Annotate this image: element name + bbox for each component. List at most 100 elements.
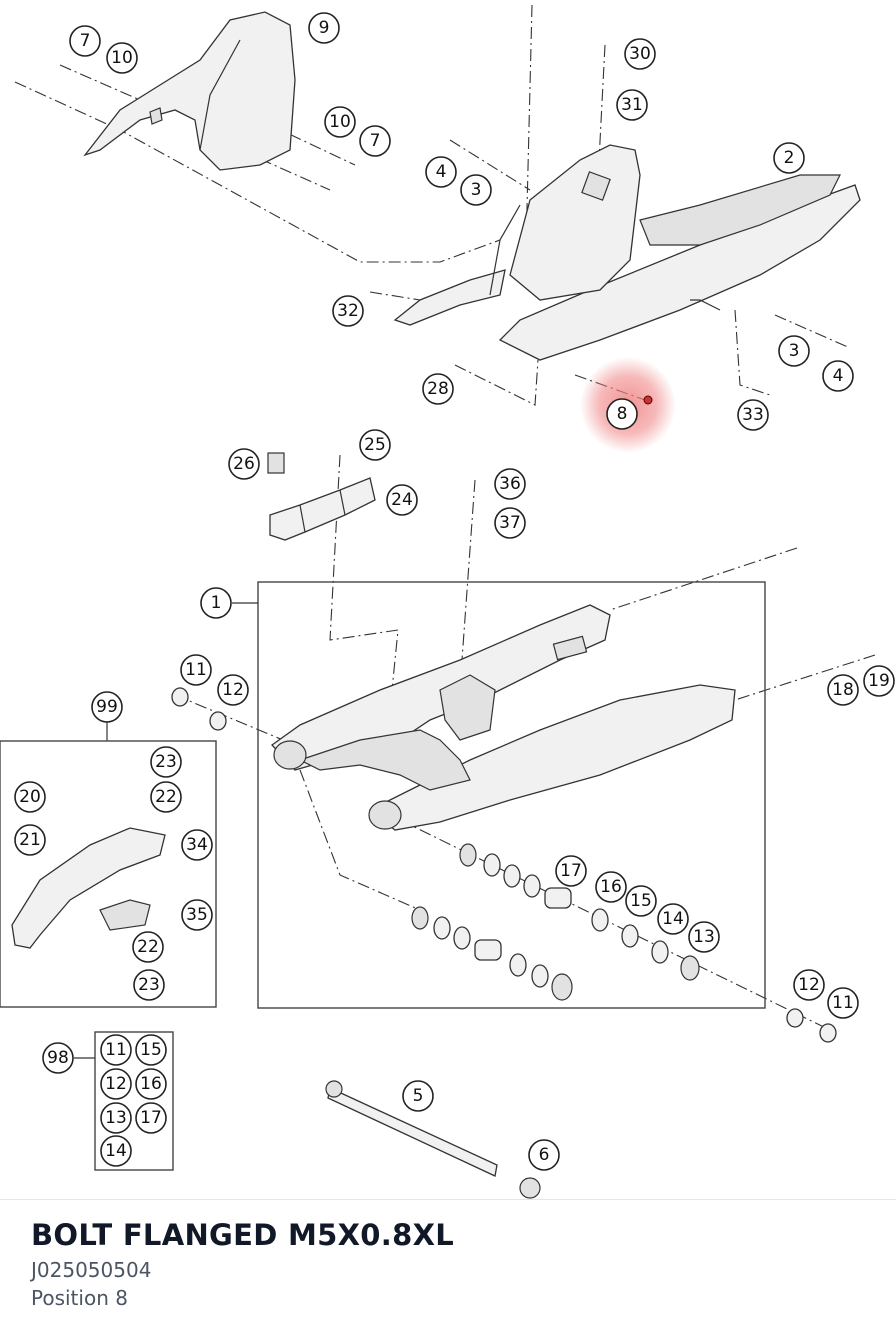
callout-13[interactable]: 13 bbox=[100, 1102, 132, 1134]
callout-13[interactable]: 13 bbox=[688, 921, 720, 953]
callout-10[interactable]: 10 bbox=[106, 42, 138, 74]
callout-32[interactable]: 32 bbox=[332, 295, 364, 327]
callout-3[interactable]: 3 bbox=[778, 335, 810, 367]
kit-99-frame bbox=[0, 740, 217, 1008]
callout-9[interactable]: 9 bbox=[308, 12, 340, 44]
svg-text:12: 12 bbox=[105, 1074, 127, 1094]
svg-text:2: 2 bbox=[784, 148, 795, 168]
svg-text:36: 36 bbox=[499, 474, 521, 494]
callout-37[interactable]: 37 bbox=[494, 507, 526, 539]
callout-7[interactable]: 7 bbox=[69, 25, 101, 57]
exploded-parts-diagram: 1 2 3 3 4 4 5 6 7 7 8 9 10 10 11 11 11 1… bbox=[0, 4, 895, 1199]
callout-31[interactable]: 31 bbox=[616, 89, 648, 121]
svg-text:24: 24 bbox=[391, 490, 413, 510]
svg-text:11: 11 bbox=[185, 660, 207, 680]
kit-98-frame bbox=[94, 1031, 174, 1171]
callout-21[interactable]: 21 bbox=[14, 824, 46, 856]
svg-text:37: 37 bbox=[499, 513, 521, 533]
callout-33[interactable]: 33 bbox=[737, 399, 769, 431]
callout-12[interactable]: 12 bbox=[793, 969, 825, 1001]
callout-16[interactable]: 16 bbox=[135, 1068, 167, 1100]
callout-19[interactable]: 19 bbox=[863, 665, 895, 697]
callout-12[interactable]: 12 bbox=[100, 1068, 132, 1100]
svg-text:6: 6 bbox=[539, 1145, 550, 1165]
callout-4[interactable]: 4 bbox=[822, 360, 854, 392]
svg-text:10: 10 bbox=[329, 112, 351, 132]
svg-text:4: 4 bbox=[436, 162, 447, 182]
svg-text:7: 7 bbox=[370, 131, 381, 151]
svg-text:21: 21 bbox=[19, 830, 41, 850]
callout-26[interactable]: 26 bbox=[228, 448, 260, 480]
callout-1[interactable]: 1 bbox=[200, 587, 258, 619]
callout-17[interactable]: 17 bbox=[555, 855, 587, 887]
svg-text:99: 99 bbox=[96, 697, 118, 717]
callout-11[interactable]: 11 bbox=[100, 1034, 132, 1066]
svg-text:1: 1 bbox=[211, 593, 222, 613]
svg-text:98: 98 bbox=[47, 1048, 69, 1068]
callout-36[interactable]: 36 bbox=[494, 468, 526, 500]
part-info-panel: BOLT FLANGED M5X0.8XL J025050504 Positio… bbox=[0, 1199, 896, 1336]
callout-15[interactable]: 15 bbox=[135, 1034, 167, 1066]
callout-2[interactable]: 2 bbox=[773, 142, 805, 174]
svg-text:18: 18 bbox=[832, 680, 854, 700]
svg-text:14: 14 bbox=[662, 909, 684, 929]
svg-text:12: 12 bbox=[798, 975, 820, 995]
callout-12[interactable]: 12 bbox=[217, 674, 249, 706]
svg-text:17: 17 bbox=[560, 861, 582, 881]
callout-22[interactable]: 22 bbox=[150, 781, 182, 813]
svg-text:30: 30 bbox=[629, 44, 651, 64]
svg-text:11: 11 bbox=[105, 1040, 127, 1060]
chain-slider-part bbox=[11, 827, 166, 949]
svg-text:16: 16 bbox=[600, 877, 622, 897]
callout-11[interactable]: 11 bbox=[827, 987, 859, 1019]
bearing-stack-parts bbox=[171, 687, 837, 1043]
callout-24[interactable]: 24 bbox=[386, 484, 418, 516]
callout-4[interactable]: 4 bbox=[425, 156, 457, 188]
callout-34[interactable]: 34 bbox=[181, 829, 213, 861]
svg-text:9: 9 bbox=[319, 18, 330, 38]
callout-99[interactable]: 99 bbox=[91, 691, 123, 723]
svg-text:13: 13 bbox=[693, 927, 715, 947]
part-number: J025050504 bbox=[31, 1258, 152, 1282]
callout-8[interactable]: 8 bbox=[606, 398, 638, 430]
callout-5[interactable]: 5 bbox=[402, 1080, 434, 1112]
callout-20[interactable]: 20 bbox=[14, 781, 46, 813]
svg-text:16: 16 bbox=[140, 1074, 162, 1094]
callout-7[interactable]: 7 bbox=[359, 125, 391, 157]
callout-15[interactable]: 15 bbox=[625, 885, 657, 917]
callout-25[interactable]: 25 bbox=[359, 429, 391, 461]
callout-35[interactable]: 35 bbox=[181, 899, 213, 931]
svg-text:12: 12 bbox=[222, 680, 244, 700]
svg-text:19: 19 bbox=[868, 671, 890, 691]
callout-22[interactable]: 22 bbox=[132, 931, 164, 963]
svg-text:33: 33 bbox=[742, 405, 764, 425]
svg-text:7: 7 bbox=[80, 31, 91, 51]
callout-3[interactable]: 3 bbox=[460, 174, 492, 206]
callout-10[interactable]: 10 bbox=[324, 106, 356, 138]
svg-text:8: 8 bbox=[617, 404, 628, 424]
callout-17[interactable]: 17 bbox=[135, 1102, 167, 1134]
svg-text:15: 15 bbox=[140, 1040, 162, 1060]
callout-98[interactable]: 98 bbox=[42, 1042, 74, 1074]
callout-23[interactable]: 23 bbox=[133, 969, 165, 1001]
bolt-8-head bbox=[643, 395, 653, 405]
callout-11[interactable]: 11 bbox=[180, 654, 212, 686]
svg-text:32: 32 bbox=[337, 301, 359, 321]
callout-6[interactable]: 6 bbox=[528, 1139, 560, 1171]
callout-23[interactable]: 23 bbox=[150, 746, 182, 778]
callout-14[interactable]: 14 bbox=[657, 903, 689, 935]
svg-text:11: 11 bbox=[832, 993, 854, 1013]
axle-part bbox=[325, 1080, 541, 1199]
svg-text:23: 23 bbox=[155, 752, 177, 772]
svg-text:23: 23 bbox=[138, 975, 160, 995]
svg-text:22: 22 bbox=[155, 787, 177, 807]
svg-text:5: 5 bbox=[413, 1086, 424, 1106]
part-title: BOLT FLANGED M5X0.8XL bbox=[31, 1218, 455, 1252]
svg-text:17: 17 bbox=[140, 1108, 162, 1128]
callout-28[interactable]: 28 bbox=[422, 373, 454, 405]
callout-18[interactable]: 18 bbox=[827, 674, 859, 706]
callout-16[interactable]: 16 bbox=[595, 871, 627, 903]
part-position: Position 8 bbox=[31, 1286, 128, 1310]
callout-30[interactable]: 30 bbox=[624, 38, 656, 70]
callout-14[interactable]: 14 bbox=[100, 1135, 132, 1167]
